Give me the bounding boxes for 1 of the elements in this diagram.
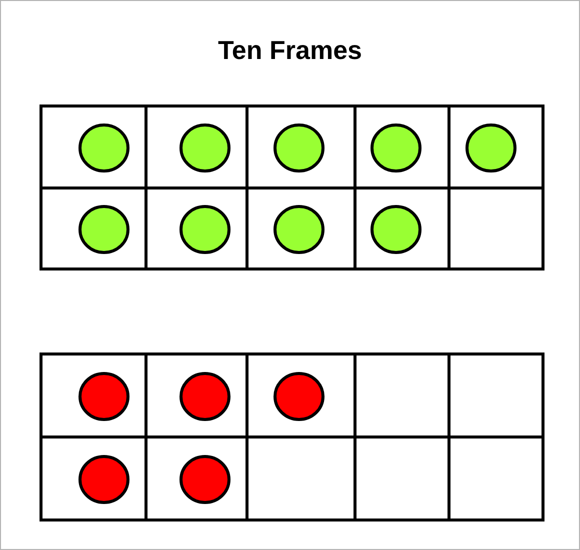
title: Ten Frames <box>218 35 362 65</box>
